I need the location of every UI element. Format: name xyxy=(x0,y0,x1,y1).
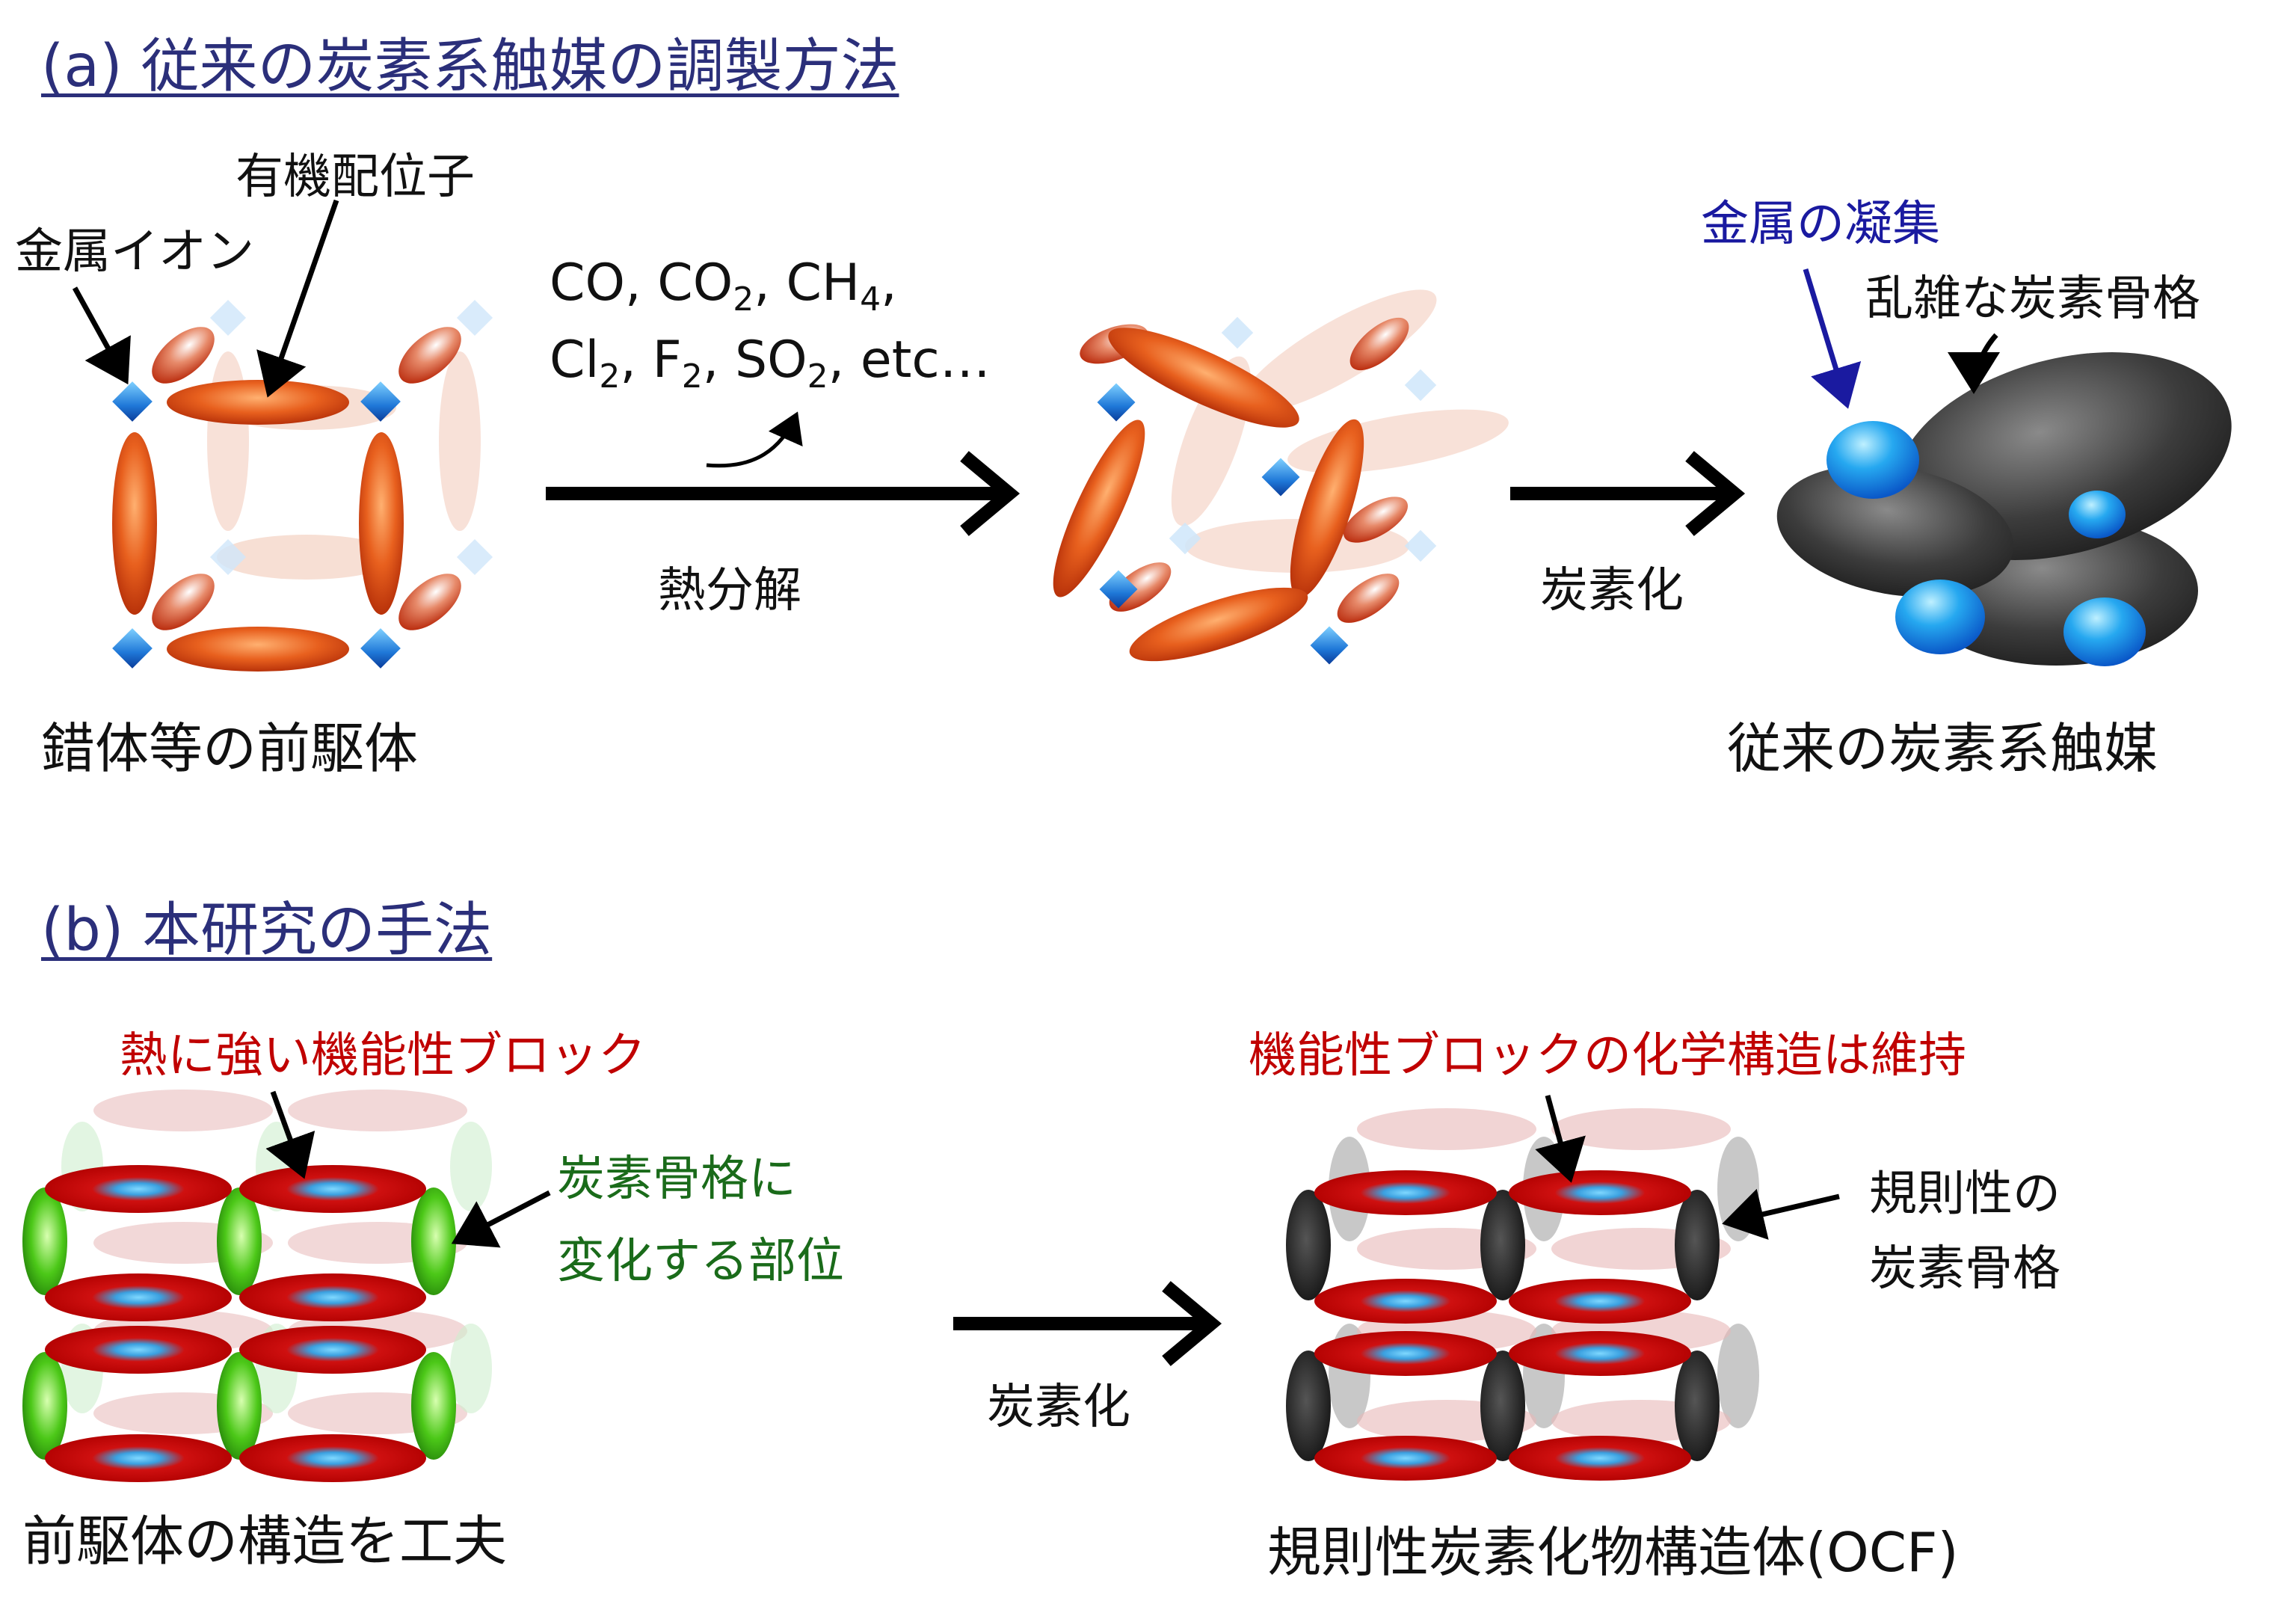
aggregation-pointer xyxy=(1803,268,1862,409)
gas-part: CO, CO xyxy=(550,254,733,313)
ligand-label: 有機配位子 xyxy=(236,150,475,205)
design-caption: 前駆体の構造を工夫 xyxy=(22,1510,508,1573)
precursor-complex xyxy=(112,299,493,672)
section-b-heading: (b) 本研究の手法 xyxy=(41,897,493,964)
keep-structure-pointer xyxy=(1535,1095,1586,1183)
gas-subscript: 2 xyxy=(681,357,703,396)
decomposed-intermediate xyxy=(1053,289,1509,665)
ligand-pointer xyxy=(256,199,339,398)
gas-subscript: 2 xyxy=(733,280,754,319)
conventional-catalyst xyxy=(1776,352,2232,666)
gas-list-line-1: CO, CO2, CH4, xyxy=(550,258,897,316)
pyrolysis-label: 熱分解 xyxy=(658,563,801,618)
carbonization-label-a: 炭素化 xyxy=(1540,563,1684,618)
designed-precursor xyxy=(22,1090,492,1482)
gas-part: , F xyxy=(620,331,682,390)
gas-part: Cl xyxy=(550,331,600,390)
aggregation-label: 金属の凝集 xyxy=(1701,197,1940,252)
keep-structure-label: 機能性ブロックの化学構造は維持 xyxy=(1249,1028,1966,1084)
gas-subscript: 4 xyxy=(860,280,881,319)
change-site-pointer xyxy=(451,1190,551,1248)
ocf-structure xyxy=(1286,1108,1759,1481)
heat-block-pointer xyxy=(265,1090,316,1179)
ocf-caption: 規則性炭素化物構造体(OCF) xyxy=(1267,1521,1959,1584)
section-a-heading: (a) 従来の炭素系触媒の調製方法 xyxy=(41,33,899,100)
change-site-label-line-1: 炭素骨格に xyxy=(557,1152,796,1207)
regular-carbon-pointer xyxy=(1722,1188,1840,1240)
conventional-catalyst-caption: 従来の炭素系触媒 xyxy=(1727,717,2158,780)
gas-part: , CH xyxy=(754,254,861,313)
gas-release-curve xyxy=(706,411,803,468)
gas-part: , etc… xyxy=(828,331,991,390)
gas-subscript: 2 xyxy=(807,357,828,396)
heat-block-label: 熱に強い機能性ブロック xyxy=(120,1028,646,1084)
change-site-label-line-2: 変化する部位 xyxy=(557,1234,844,1289)
regular-carbon-label-line-1: 規則性の xyxy=(1869,1167,2060,1222)
regular-carbon-label-line-2: 炭素骨格 xyxy=(1869,1241,2060,1297)
gas-subscript: 2 xyxy=(599,357,621,396)
gas-part: , xyxy=(881,254,897,313)
gas-part: , SO xyxy=(702,331,807,390)
metal-ion-pointer xyxy=(72,286,131,385)
gas-list-line-2: Cl2, F2, SO2, etc… xyxy=(550,335,991,393)
precursor-caption: 錯体等の前駆体 xyxy=(41,717,419,780)
metal-ion-label: 金属イオン xyxy=(15,224,254,280)
carbonization-label-b: 炭素化 xyxy=(987,1380,1130,1435)
disordered-carbon-label: 乱雑な炭素骨格 xyxy=(1865,271,2200,327)
disordered-pointer xyxy=(1948,333,2001,394)
